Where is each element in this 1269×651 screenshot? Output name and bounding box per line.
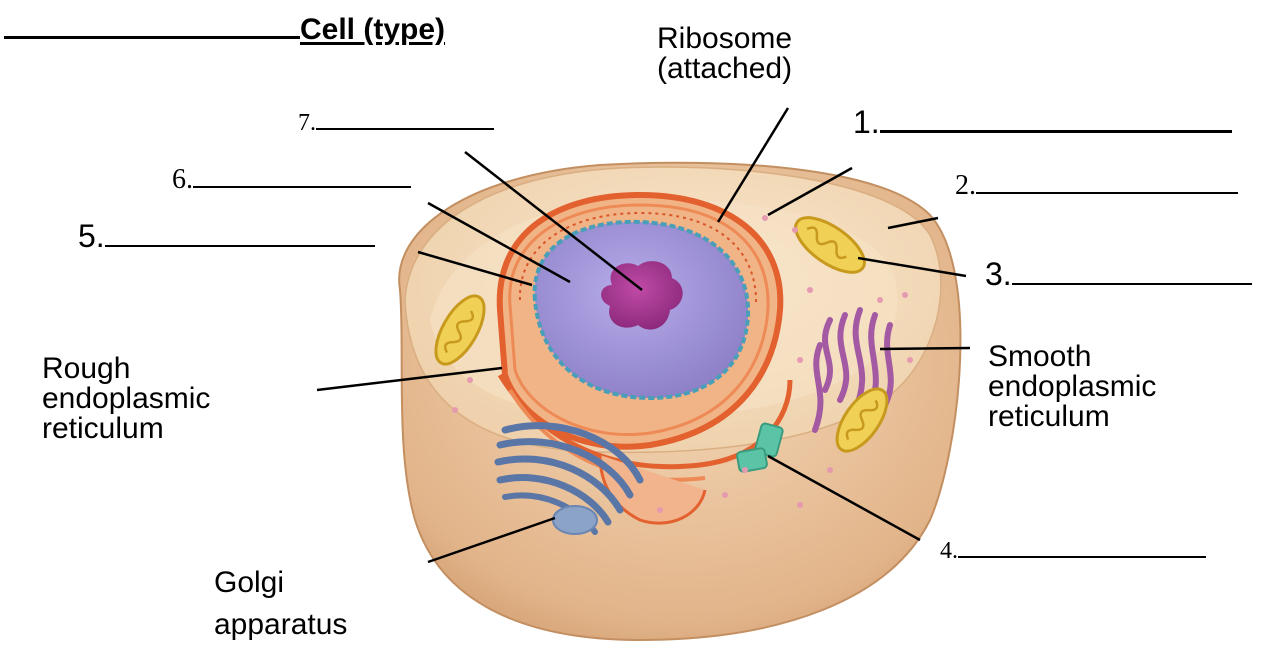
diagram-title: Cell (type) — [4, 10, 445, 47]
blank-6[interactable] — [193, 166, 411, 188]
label-3: 3. — [985, 256, 1252, 293]
label-ribosome: Ribosome (attached) — [657, 24, 792, 84]
blank-2[interactable] — [976, 172, 1238, 194]
title-blank[interactable] — [4, 10, 300, 39]
blank-7[interactable] — [316, 110, 494, 130]
label-7: 7. — [298, 110, 494, 137]
leader-smooth-er — [880, 348, 970, 349]
label-2: 2. — [955, 170, 1238, 202]
label-golgi: Golgi apparatus — [214, 562, 347, 646]
label-1: 1. — [853, 104, 1232, 141]
label-5: 5. — [78, 218, 375, 255]
label-smooth-er: Smooth endoplasmic reticulum — [988, 342, 1156, 432]
blank-4[interactable] — [958, 538, 1206, 558]
blank-1[interactable] — [880, 106, 1232, 133]
label-6: 6. — [172, 164, 411, 196]
blank-3[interactable] — [1012, 259, 1252, 285]
label-rough-er: Rough endoplasmic reticulum — [42, 354, 210, 444]
label-4: 4. — [940, 538, 1206, 565]
blank-5[interactable] — [105, 221, 375, 247]
